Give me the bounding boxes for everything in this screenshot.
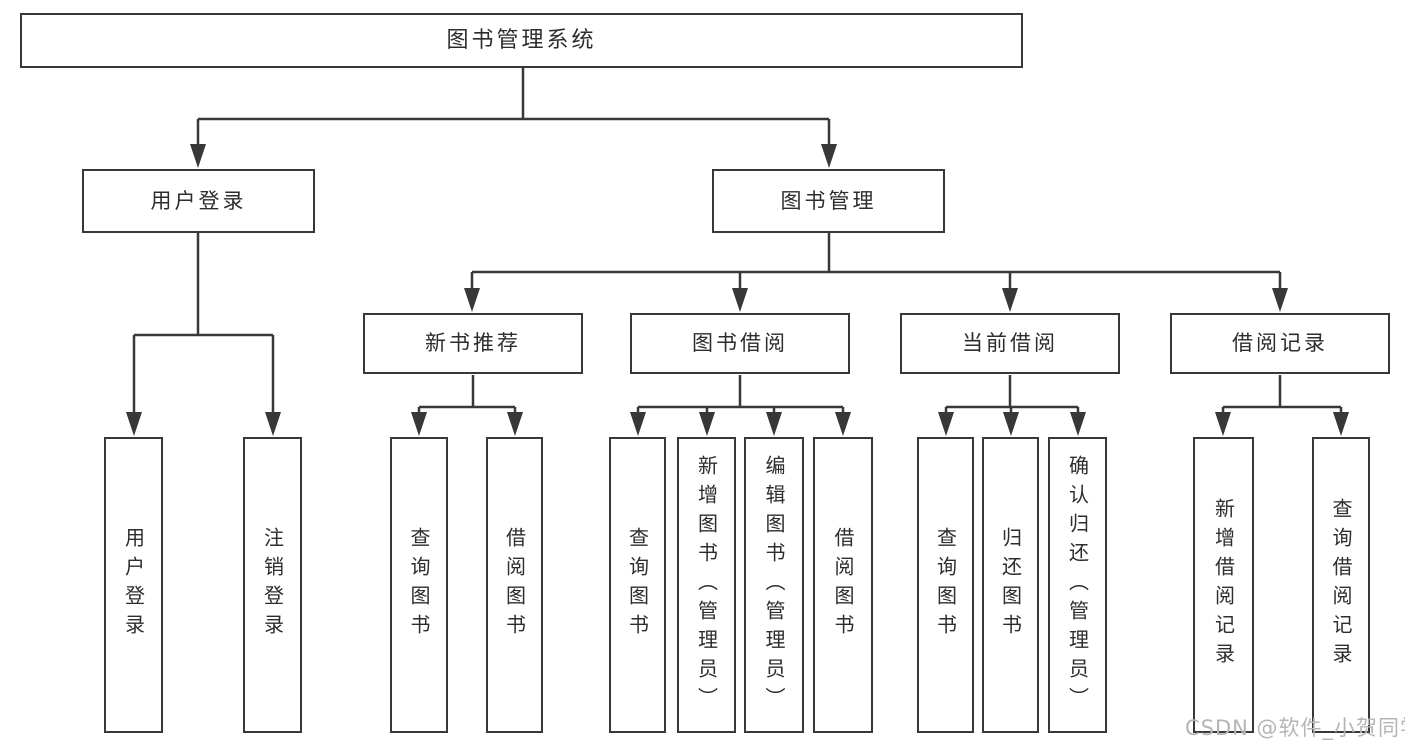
leaf-nbr-query-book: 查询图书 [390, 437, 448, 733]
leaf-br-query-record: 查询借阅记录 [1312, 437, 1370, 733]
node-new-book-recommend: 新书推荐 [363, 313, 583, 374]
leaf-bb-add-book-admin: 新增图书（管理员） [677, 437, 736, 733]
leaf-bb-edit-book-admin-label: 编辑图书（管理员） [762, 454, 786, 716]
leaf-nbr-borrow-book-label: 借阅图书 [502, 527, 527, 643]
leaf-logout: 注销登录 [243, 437, 302, 733]
node-new-book-recommend-label: 新书推荐 [425, 331, 521, 355]
leaf-user-login-label: 用户登录 [121, 527, 146, 643]
leaf-logout-label: 注销登录 [260, 527, 285, 643]
csdn-watermark: CSDN @软件_小贺同学 [1185, 716, 1405, 740]
leaf-br-add-record-label: 新增借阅记录 [1211, 498, 1236, 672]
leaf-cb-return-book-label: 归还图书 [998, 527, 1023, 643]
leaf-bb-query-book-label: 查询图书 [625, 527, 650, 643]
node-current-borrowing-label: 当前借阅 [962, 331, 1058, 355]
node-root-label: 图书管理系统 [446, 27, 597, 53]
node-book-borrowing: 图书借阅 [630, 313, 850, 374]
leaf-user-login: 用户登录 [104, 437, 163, 733]
leaf-nbr-query-book-label: 查询图书 [407, 527, 431, 643]
leaf-cb-confirm-return-admin-label: 确认归还（管理员） [1065, 454, 1090, 716]
leaf-bb-borrow-book-label: 借阅图书 [831, 527, 855, 643]
node-user-login-label: 用户登录 [150, 188, 247, 213]
node-root-library-system: 图书管理系统 [20, 13, 1023, 68]
leaf-bb-add-book-admin-label: 新增图书（管理员） [694, 454, 719, 716]
leaf-bb-query-book: 查询图书 [609, 437, 666, 733]
leaf-cb-confirm-return-admin: 确认归还（管理员） [1048, 437, 1107, 733]
leaf-cb-query-book: 查询图书 [917, 437, 974, 733]
node-borrowing-records-label: 借阅记录 [1232, 331, 1328, 355]
node-book-management-label: 图书管理 [780, 188, 877, 213]
arrowheads [126, 144, 1349, 436]
leaf-cb-query-book-label: 查询图书 [933, 527, 958, 643]
leaf-bb-borrow-book: 借阅图书 [813, 437, 873, 733]
leaf-br-add-record: 新增借阅记录 [1193, 437, 1254, 733]
leaf-br-query-record-label: 查询借阅记录 [1329, 498, 1353, 672]
leaf-cb-return-book: 归还图书 [982, 437, 1039, 733]
leaf-nbr-borrow-book: 借阅图书 [486, 437, 543, 733]
leaf-bb-edit-book-admin: 编辑图书（管理员） [744, 437, 804, 733]
node-current-borrowing: 当前借阅 [900, 313, 1120, 374]
node-book-management: 图书管理 [712, 169, 945, 233]
node-book-borrowing-label: 图书借阅 [692, 331, 788, 355]
node-user-login: 用户登录 [82, 169, 315, 233]
node-borrowing-records: 借阅记录 [1170, 313, 1390, 374]
